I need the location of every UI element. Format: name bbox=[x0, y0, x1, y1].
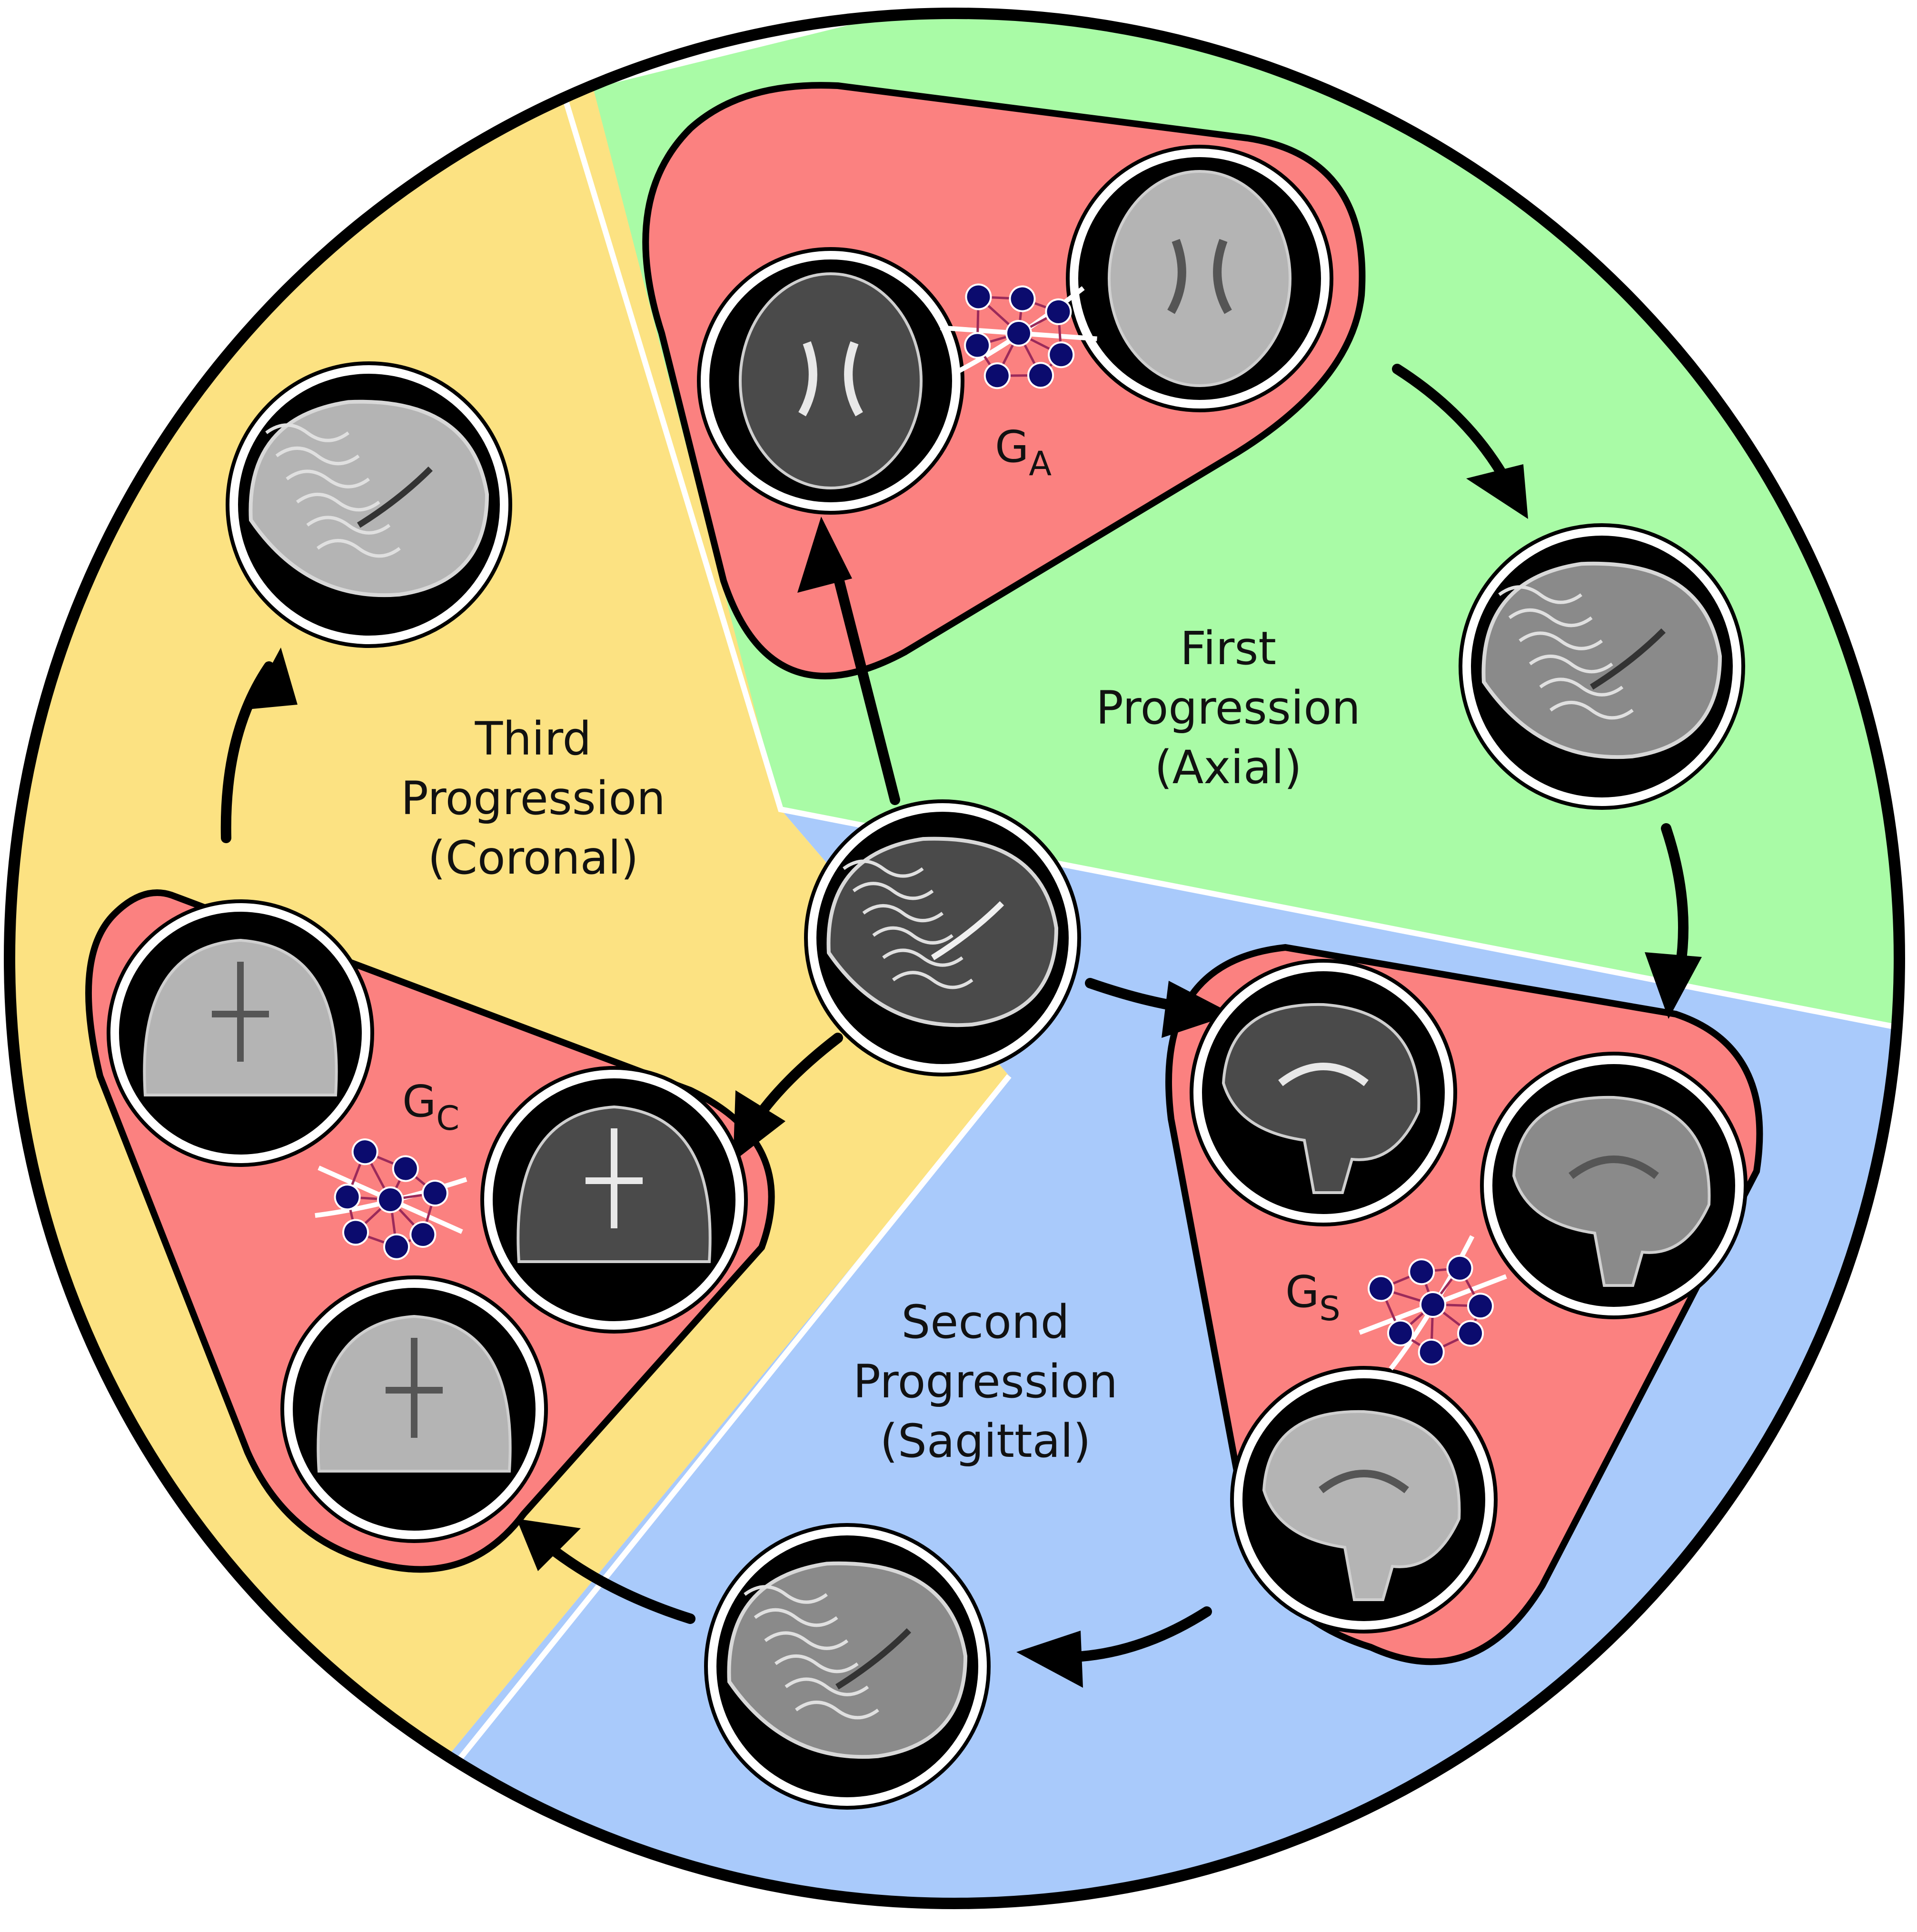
generator-label-sagittal: GS bbox=[1285, 1266, 1341, 1328]
sector-divider bbox=[378, 1074, 1012, 1859]
scan-image bbox=[826, 837, 1059, 1027]
neural-network-icon bbox=[940, 283, 1097, 389]
axial-t2-slice-icon bbox=[697, 247, 964, 515]
label-line: (Coronal) bbox=[427, 831, 638, 885]
scan-image bbox=[248, 399, 489, 598]
scan-image bbox=[739, 272, 923, 489]
label-line: (Axial) bbox=[1154, 741, 1302, 794]
scan-image bbox=[516, 1105, 712, 1263]
sagittal-partial-slice-icon bbox=[1480, 1052, 1748, 1319]
arrowheads bbox=[248, 464, 1702, 1688]
sagittal-t1-slice-icon bbox=[1230, 1366, 1498, 1633]
sector-divider bbox=[561, 94, 1899, 1041]
neural-network-icon bbox=[1359, 1235, 1507, 1371]
arrowhead bbox=[1466, 464, 1528, 519]
label-line: (Sagittal) bbox=[880, 1414, 1091, 1468]
scan-image bbox=[727, 1561, 968, 1759]
brain-3d-partial-icon bbox=[704, 1523, 991, 1810]
label-line: Progression bbox=[1096, 681, 1361, 735]
label-line: Third bbox=[475, 712, 592, 766]
coronal-t1-slice-icon bbox=[107, 899, 374, 1167]
scan-image bbox=[1481, 561, 1722, 759]
image-nodes bbox=[107, 145, 1748, 1810]
scan-image bbox=[317, 1315, 512, 1473]
arrowhead-up bbox=[797, 517, 852, 593]
arrowhead bbox=[1016, 1631, 1083, 1688]
arrowhead bbox=[1645, 952, 1702, 1019]
label-line: First bbox=[1180, 622, 1276, 675]
arrowhead bbox=[1162, 981, 1233, 1038]
coronal-t2-slice-icon bbox=[480, 1066, 748, 1334]
scan-image bbox=[1512, 1095, 1711, 1287]
coronal-t1-slice-icon bbox=[280, 1275, 548, 1543]
brain-3d-t2-icon bbox=[804, 799, 1081, 1076]
label-line: Second bbox=[901, 1295, 1069, 1349]
arrow-coronal-to-final bbox=[220, 661, 274, 843]
generator-label-axial: GA bbox=[995, 421, 1052, 483]
arrowhead bbox=[733, 1090, 785, 1162]
generator-label-coronal: GC bbox=[402, 1076, 459, 1138]
arrow-center-to-axial bbox=[828, 552, 900, 805]
arrowhead bbox=[248, 647, 298, 709]
network-icons bbox=[315, 283, 1507, 1371]
sector-label-coronal: Third Progression (Coronal) bbox=[401, 712, 665, 885]
scan-image bbox=[1262, 1410, 1461, 1601]
scan-image bbox=[1108, 170, 1291, 387]
brain-3d-mixed-icon bbox=[1459, 523, 1745, 810]
brain-3d-t1-icon bbox=[226, 361, 512, 648]
sector-label-sagittal: Second Progression (Sagittal) bbox=[853, 1295, 1118, 1468]
axial-t1-slice-icon bbox=[1066, 145, 1333, 412]
label-line: Progression bbox=[401, 772, 665, 825]
sector-label-axial: First Progression (Axial) bbox=[1096, 622, 1361, 794]
outer-ring bbox=[4, 8, 1905, 1909]
label-line: Progression bbox=[853, 1355, 1118, 1408]
arrowhead bbox=[516, 1519, 581, 1571]
scan-image bbox=[1222, 1003, 1420, 1194]
scan-image bbox=[143, 938, 338, 1096]
neural-network-icon bbox=[315, 1138, 467, 1260]
sagittal-t2-slice-icon bbox=[1190, 959, 1457, 1226]
